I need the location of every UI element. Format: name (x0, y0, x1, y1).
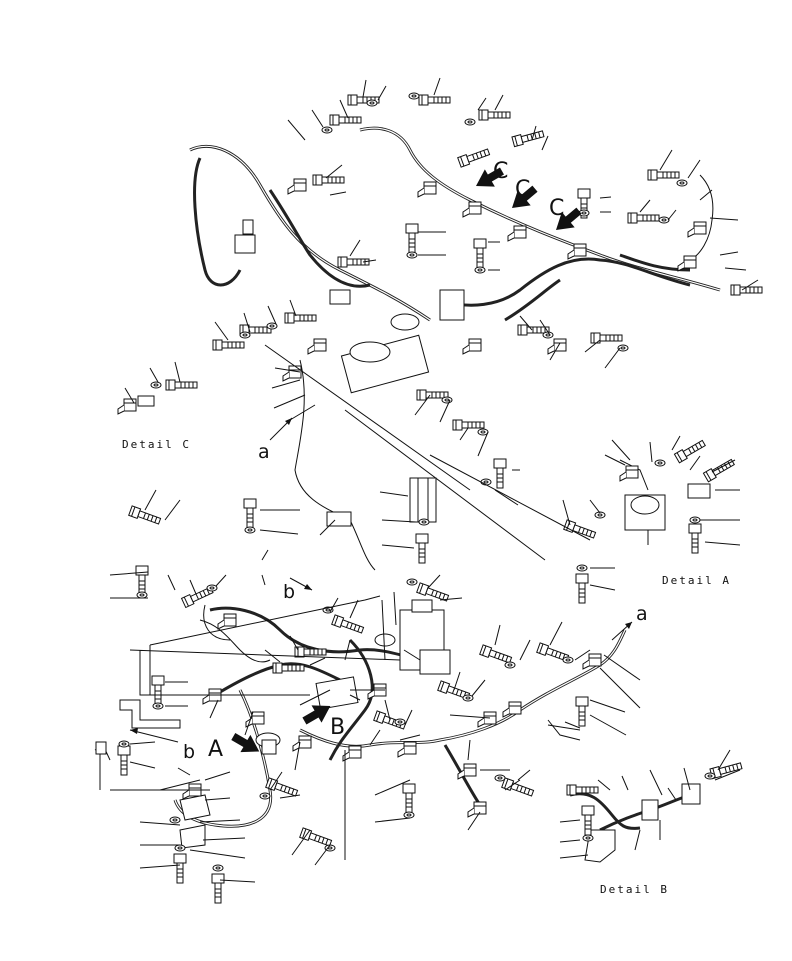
callout-a-big: A (208, 737, 223, 762)
detail-b-label: Detail B (600, 883, 669, 896)
upper-assembly: C C C a Detail C (117, 77, 763, 571)
detail-a-group: Detail A (562, 435, 741, 604)
callout-c1: C (493, 159, 508, 184)
callout-b-big: B (330, 715, 345, 740)
callout-b-lower: b (183, 741, 195, 763)
callout-a-upper: a (258, 441, 270, 463)
detail-b-group: Detail B (559, 749, 743, 896)
detail-c-label: Detail C (122, 438, 191, 451)
callout-a-right: a (636, 603, 648, 625)
callout-b-upper: b (283, 581, 295, 603)
detail-a-label: Detail A (662, 574, 731, 587)
callout-c2: C (515, 177, 530, 202)
lower-assembly: A B b b a (94, 489, 648, 904)
center-parts (264, 344, 591, 564)
callout-c3: C (549, 196, 564, 221)
